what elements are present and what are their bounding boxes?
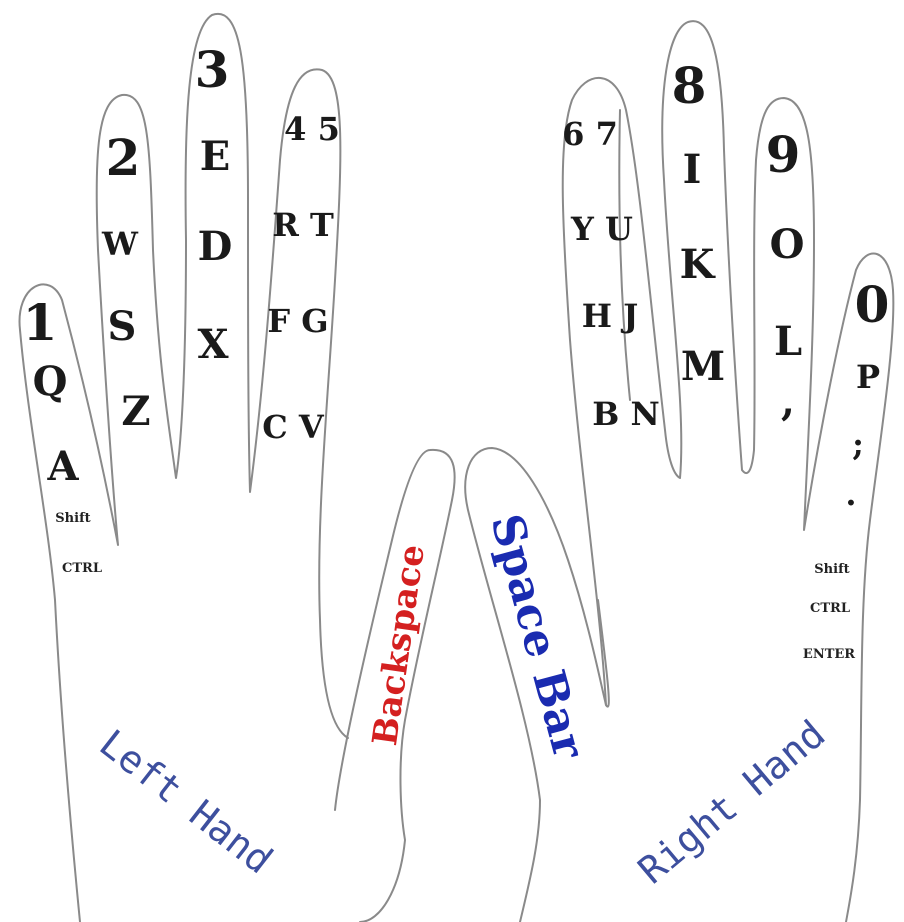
left-ring-key-2: S	[108, 303, 137, 350]
right-index-key-3: B N	[592, 395, 659, 433]
left-index-num: 4 5	[284, 110, 340, 148]
right-middle-key-3: M	[681, 343, 725, 390]
right-middle-key-1: I	[683, 146, 702, 193]
right-index-key-2: H J	[582, 297, 639, 335]
left-index-key-1: R T	[272, 206, 334, 244]
left-middle-key-2: D	[198, 223, 233, 270]
right-ring-key-2: L	[774, 318, 802, 365]
right-middle-key-2: K	[680, 241, 716, 288]
left-pinky-mod-1: Shift	[55, 511, 90, 526]
right-pinky-mod-2: CTRL	[810, 601, 850, 616]
left-pinky-key-2: A	[46, 443, 79, 490]
right-ring-key-3: ,	[781, 378, 795, 425]
right-ring-key-1: O	[770, 221, 805, 268]
right-pinky-mod-3: ENTER	[803, 647, 855, 662]
right-pinky-key-2: ;	[852, 425, 864, 463]
left-ring-key-1: W	[101, 225, 139, 263]
right-pinky-key-1: P	[856, 358, 880, 396]
right-hand-label: Right Hand	[630, 712, 834, 893]
backspace-label: Backspace	[365, 542, 433, 748]
left-pinky-num: 1	[23, 293, 58, 352]
left-middle-key-3: X	[197, 321, 228, 368]
left-ring-num: 2	[106, 128, 141, 187]
left-pinky-mod-2: CTRL	[62, 561, 102, 576]
left-index-key-2: F G	[267, 302, 328, 340]
left-middle-key-1: E	[200, 133, 231, 180]
right-pinky-mod-1: Shift	[814, 562, 849, 577]
right-pinky-key-3: .	[845, 475, 856, 513]
right-ring-num: 9	[766, 125, 801, 184]
left-index-key-3: C V	[262, 408, 325, 446]
right-index-key-1: Y U	[570, 210, 633, 248]
left-hand-label: Left Hand	[91, 721, 280, 882]
right-index-num: 6 7	[562, 115, 618, 153]
right-pinky-num: 0	[855, 275, 890, 334]
left-pinky-key-1: Q	[33, 358, 68, 405]
left-ring-key-3: Z	[121, 388, 150, 435]
left-middle-num: 3	[195, 40, 230, 99]
right-middle-num: 8	[672, 56, 707, 115]
space-bar-label: Space Bar	[480, 509, 594, 765]
